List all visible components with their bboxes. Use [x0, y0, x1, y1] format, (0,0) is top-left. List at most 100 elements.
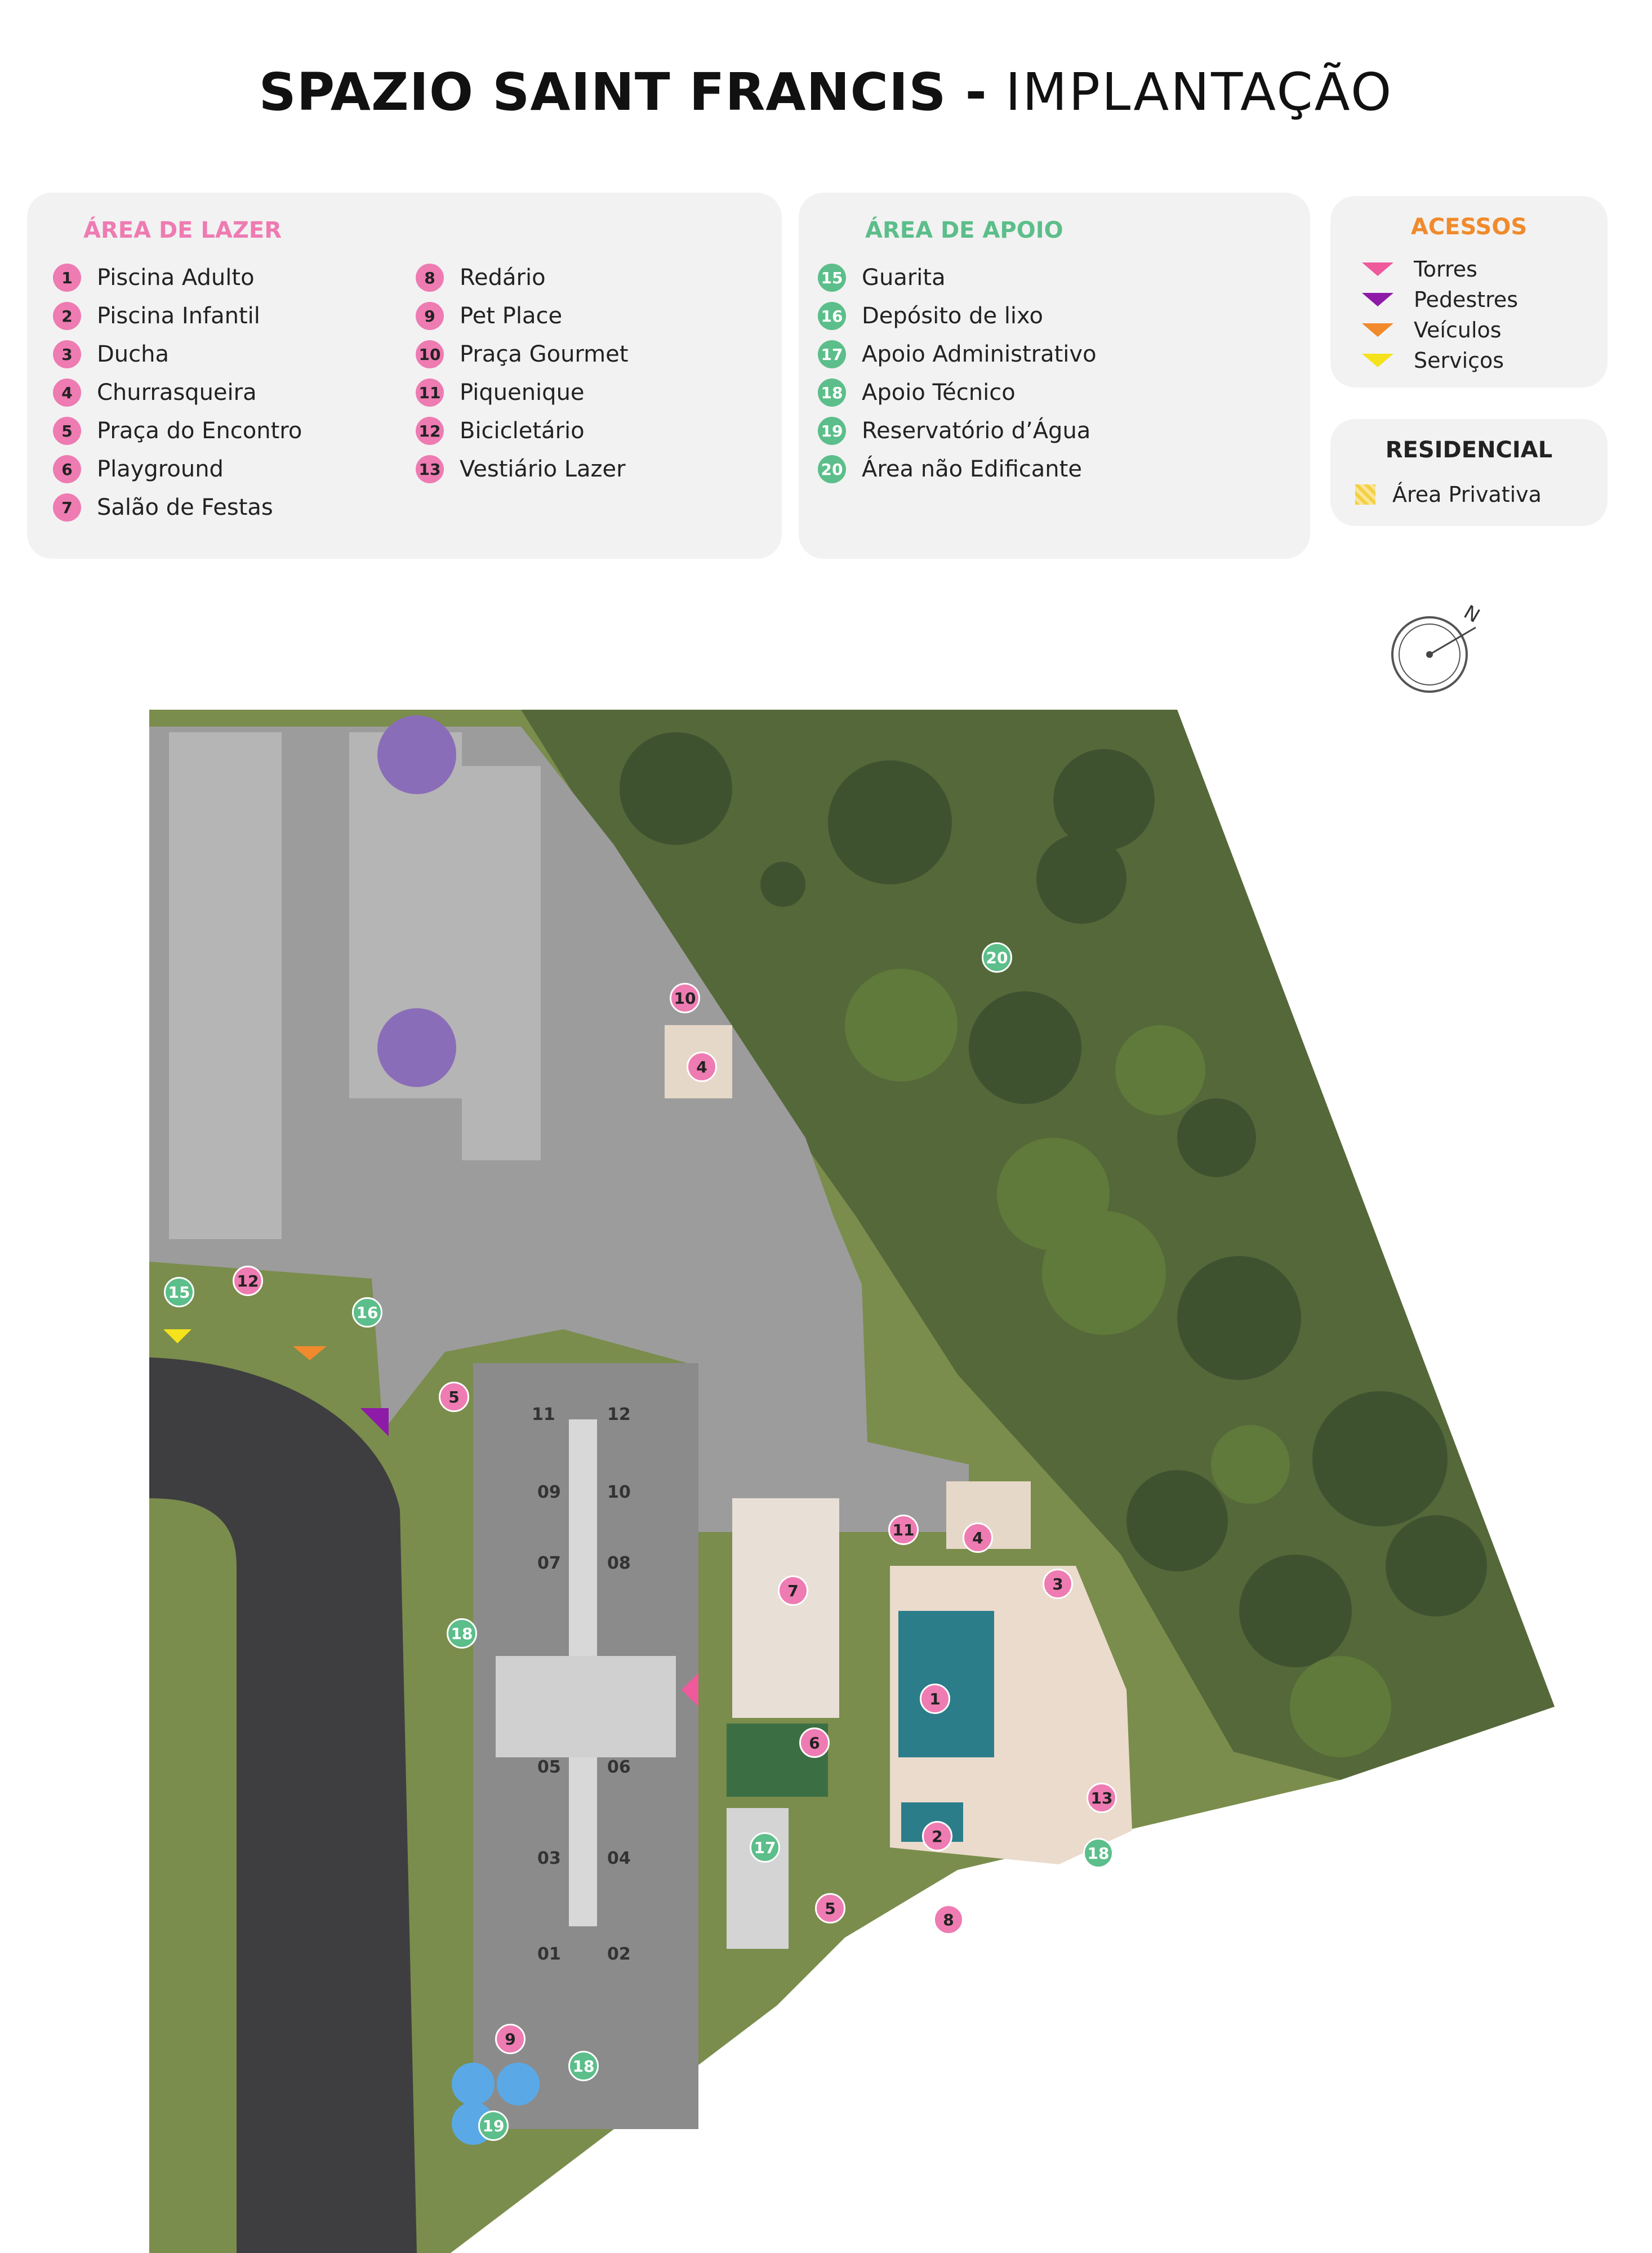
legend-label: Piscina Adulto [97, 265, 255, 291]
legend-item: 6 Playground [53, 455, 224, 483]
legend-label: Bicicletário [460, 418, 585, 444]
compass-icon: N [1391, 601, 1484, 693]
legend-label: Salão de Festas [97, 495, 273, 520]
legend-label: Apoio Técnico [862, 380, 1016, 406]
tower-unit-label: 09 [537, 1482, 561, 1502]
title-bold: SPAZIO SAINT FRANCIS - [259, 62, 987, 122]
legend-item: 18 Apoio Técnico [818, 379, 1016, 407]
access-legend-item: Pedestres [1362, 287, 1518, 312]
map-marker: 3 [1043, 1569, 1073, 1599]
legend-label: Piscina Infantil [97, 303, 260, 329]
legend-item: 5 Praça do Encontro [53, 417, 302, 445]
access-label: Torres [1414, 257, 1477, 282]
map-marker: 8 [933, 1904, 964, 1935]
map-marker: 1 [920, 1684, 950, 1714]
page-title: SPAZIO SAINT FRANCIS - IMPLANTAÇÃO [0, 62, 1652, 122]
number-badge: 13 [416, 455, 444, 483]
compass-north-label: N [1460, 601, 1484, 627]
number-badge: 10 [416, 340, 444, 368]
number-badge: 8 [416, 264, 444, 292]
legend-label: Reservatório d’Água [862, 418, 1091, 444]
legend-item: 7 Salão de Festas [53, 493, 273, 522]
legend-item: 19 Reservatório d’Água [818, 417, 1090, 445]
number-badge: 4 [53, 379, 81, 407]
tower-access-arrow [682, 1673, 698, 1707]
legend-label: Vestiário Lazer [460, 456, 626, 482]
map-marker: 6 [799, 1727, 830, 1758]
service-access-arrow [163, 1329, 192, 1343]
hatch-swatch-icon [1355, 484, 1375, 505]
tower-unit-label: 02 [607, 1944, 631, 1964]
number-badge: 16 [818, 302, 846, 330]
access-legend-item: Veículos [1362, 318, 1502, 342]
map-marker: 18 [447, 1618, 477, 1649]
map-marker: 18 [568, 2051, 599, 2081]
map-marker: 7 [778, 1575, 808, 1606]
map-marker: 16 [352, 1297, 382, 1328]
legend-item: 13 Vestiário Lazer [416, 455, 626, 483]
legend-item: 1 Piscina Adulto [53, 264, 255, 292]
tower-unit-label: 08 [607, 1553, 631, 1573]
map-marker: 18 [1083, 1838, 1114, 1868]
access-legend-item: Torres [1362, 257, 1477, 282]
number-badge: 5 [53, 417, 81, 445]
map-marker: 5 [439, 1382, 469, 1412]
access-arrow-icon [1362, 354, 1393, 367]
legend-label: Praça do Encontro [97, 418, 302, 444]
admin-building [727, 1808, 789, 1949]
tower-unit-label: 12 [607, 1405, 631, 1424]
legend-label: Redário [460, 265, 546, 291]
private-area-legend: Área Privativa [1355, 482, 1542, 507]
map-marker: 15 [164, 1277, 194, 1307]
tower-unit-label: 10 [607, 1482, 631, 1502]
title-light: IMPLANTAÇÃO [987, 62, 1393, 122]
vehicle-access-arrow [293, 1346, 327, 1360]
party-hall [732, 1498, 839, 1718]
legend-label: Praça Gourmet [460, 341, 629, 367]
map-marker: 17 [750, 1832, 780, 1863]
private-area-label: Área Privativa [1392, 482, 1542, 507]
map-marker: 2 [922, 1821, 952, 1851]
map-marker: 20 [982, 942, 1012, 973]
map-marker: 10 [670, 983, 700, 1013]
map-marker: 4 [963, 1522, 993, 1553]
number-badge: 17 [818, 340, 846, 368]
legend-label: Playground [97, 456, 224, 482]
site-plan-map [0, 710, 1652, 2253]
support-area-heading: ÁREA DE APOIO [865, 217, 1063, 243]
legend-label: Depósito de lixo [862, 303, 1043, 329]
residential-heading: RESIDENCIAL [1385, 437, 1553, 463]
map-marker: 9 [495, 2024, 526, 2054]
tower-unit-label: 01 [537, 1944, 561, 1964]
access-legend-item: Serviços [1362, 348, 1504, 373]
number-badge: 7 [53, 493, 81, 522]
number-badge: 1 [53, 264, 81, 292]
legend-item: 8 Redário [416, 264, 546, 292]
number-badge: 2 [53, 302, 81, 330]
legend-item: 3 Ducha [53, 340, 169, 368]
number-badge: 18 [818, 379, 846, 407]
residential-panel: RESIDENCIAL Área Privativa [1330, 419, 1608, 526]
number-badge: 6 [53, 455, 81, 483]
number-badge: 19 [818, 417, 846, 445]
access-arrow-icon [1362, 323, 1393, 337]
adult-pool [898, 1611, 994, 1757]
tower-unit-label: 06 [607, 1757, 631, 1777]
tower-unit-label: 07 [537, 1553, 561, 1573]
legend-label: Ducha [97, 341, 170, 367]
tower-unit-label: 03 [537, 1849, 561, 1868]
access-arrow-icon [1362, 262, 1393, 276]
access-heading: ACESSOS [1410, 214, 1528, 240]
number-badge: 3 [53, 340, 81, 368]
tower-unit-label: 05 [537, 1757, 561, 1777]
map-marker: 11 [888, 1515, 919, 1545]
map-marker: 4 [687, 1052, 717, 1082]
